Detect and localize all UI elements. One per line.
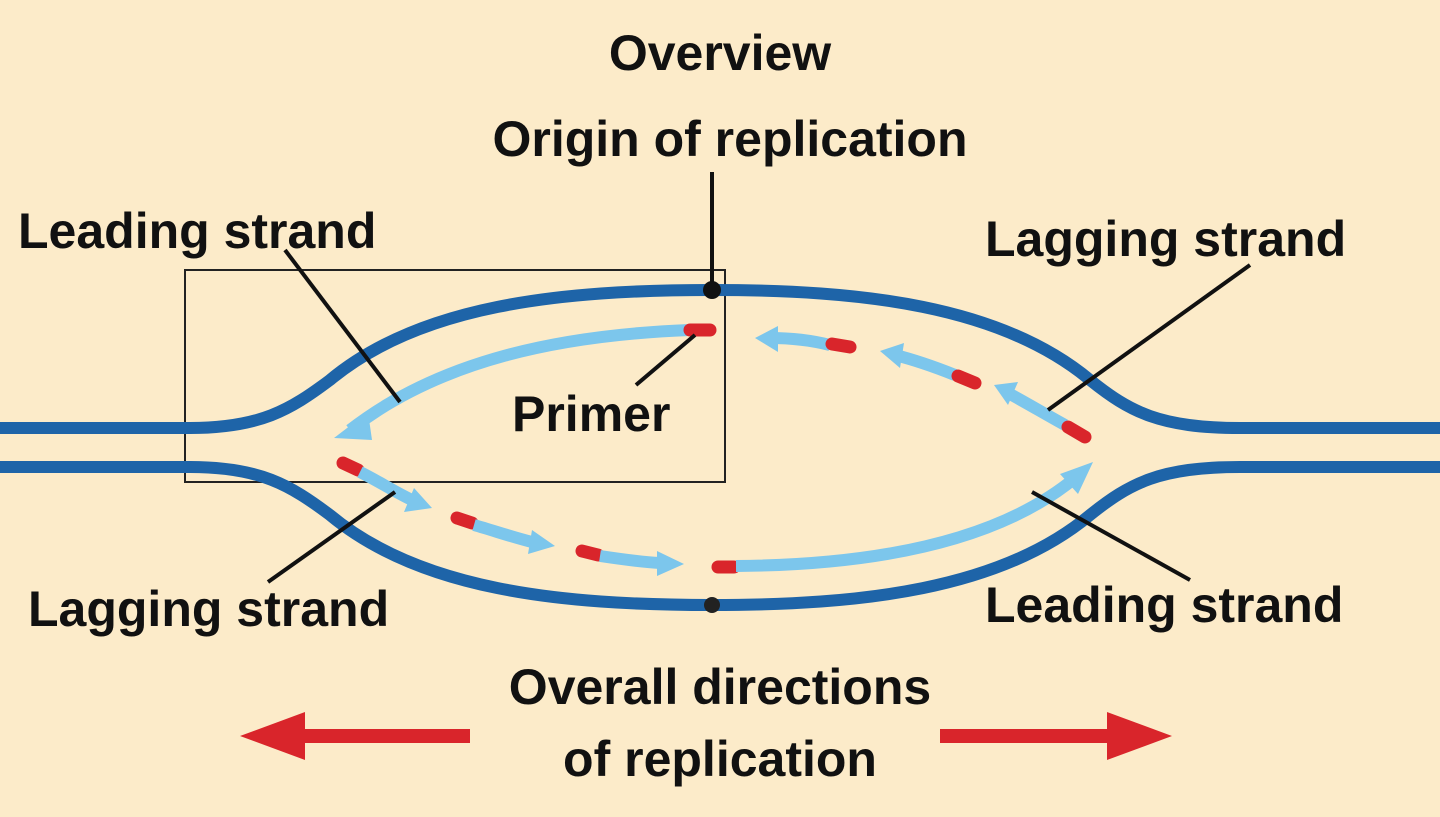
primer-label: Primer <box>512 386 671 442</box>
overview-box <box>184 269 726 483</box>
leading-strand-bottom-right <box>735 473 1079 572</box>
okazaki-fragment <box>769 332 832 351</box>
primer-fragment <box>951 369 982 390</box>
origin-dot-bottom <box>704 597 720 613</box>
primer-fragment <box>575 544 605 562</box>
leading-strand-arrowhead-left <box>334 412 372 440</box>
okazaki-arrowhead <box>528 530 555 554</box>
okazaki-arrowhead <box>404 488 432 512</box>
direction-arrow-right-shaft <box>940 729 1125 743</box>
primer-leader-line <box>634 333 697 387</box>
lagging-strand-left-label: Lagging strand <box>28 581 390 637</box>
primer-fragment <box>450 511 479 530</box>
okazaki-arrowhead <box>657 551 684 576</box>
primer-fragment <box>825 337 857 354</box>
origin-dot-top <box>703 281 721 299</box>
okazaki-arrowhead <box>994 382 1018 405</box>
leading-right-leader-line <box>1031 490 1191 582</box>
okazaki-fragment <box>472 519 534 548</box>
leading-left-leader-line <box>283 248 402 404</box>
lagging-left-leader-line <box>266 490 397 584</box>
okazaki-fragment <box>599 550 661 569</box>
direction-arrow-left-shaft <box>290 729 470 743</box>
leading-strand-arrowhead-right <box>1060 462 1093 494</box>
overview-title: Overview <box>608 25 832 81</box>
direction-arrow-right-head <box>1107 712 1172 760</box>
leading-strand-top-left <box>346 324 691 435</box>
primer-fragment <box>1061 420 1092 444</box>
okazaki-arrowhead <box>880 343 904 368</box>
okazaki-fragment <box>1005 387 1068 431</box>
lagging-strand-right-label: Lagging strand <box>985 211 1347 267</box>
okazaki-fragment <box>357 466 415 506</box>
direction-arrow-left-head <box>240 712 305 760</box>
parental-strand-top <box>0 283 1440 434</box>
origin-of-replication-label: Origin of replication <box>492 111 968 167</box>
overall-directions-label-line2: of replication <box>563 731 877 787</box>
okazaki-arrowhead <box>755 326 778 352</box>
overall-directions-label-line1: Overall directions <box>508 659 932 715</box>
primer-fragment <box>336 456 365 477</box>
okazaki-fragment <box>893 349 958 381</box>
leading-strand-right-label: Leading strand <box>985 577 1344 633</box>
leading-strand-left-label: Leading strand <box>18 203 377 259</box>
lagging-right-leader-line <box>1046 263 1252 412</box>
